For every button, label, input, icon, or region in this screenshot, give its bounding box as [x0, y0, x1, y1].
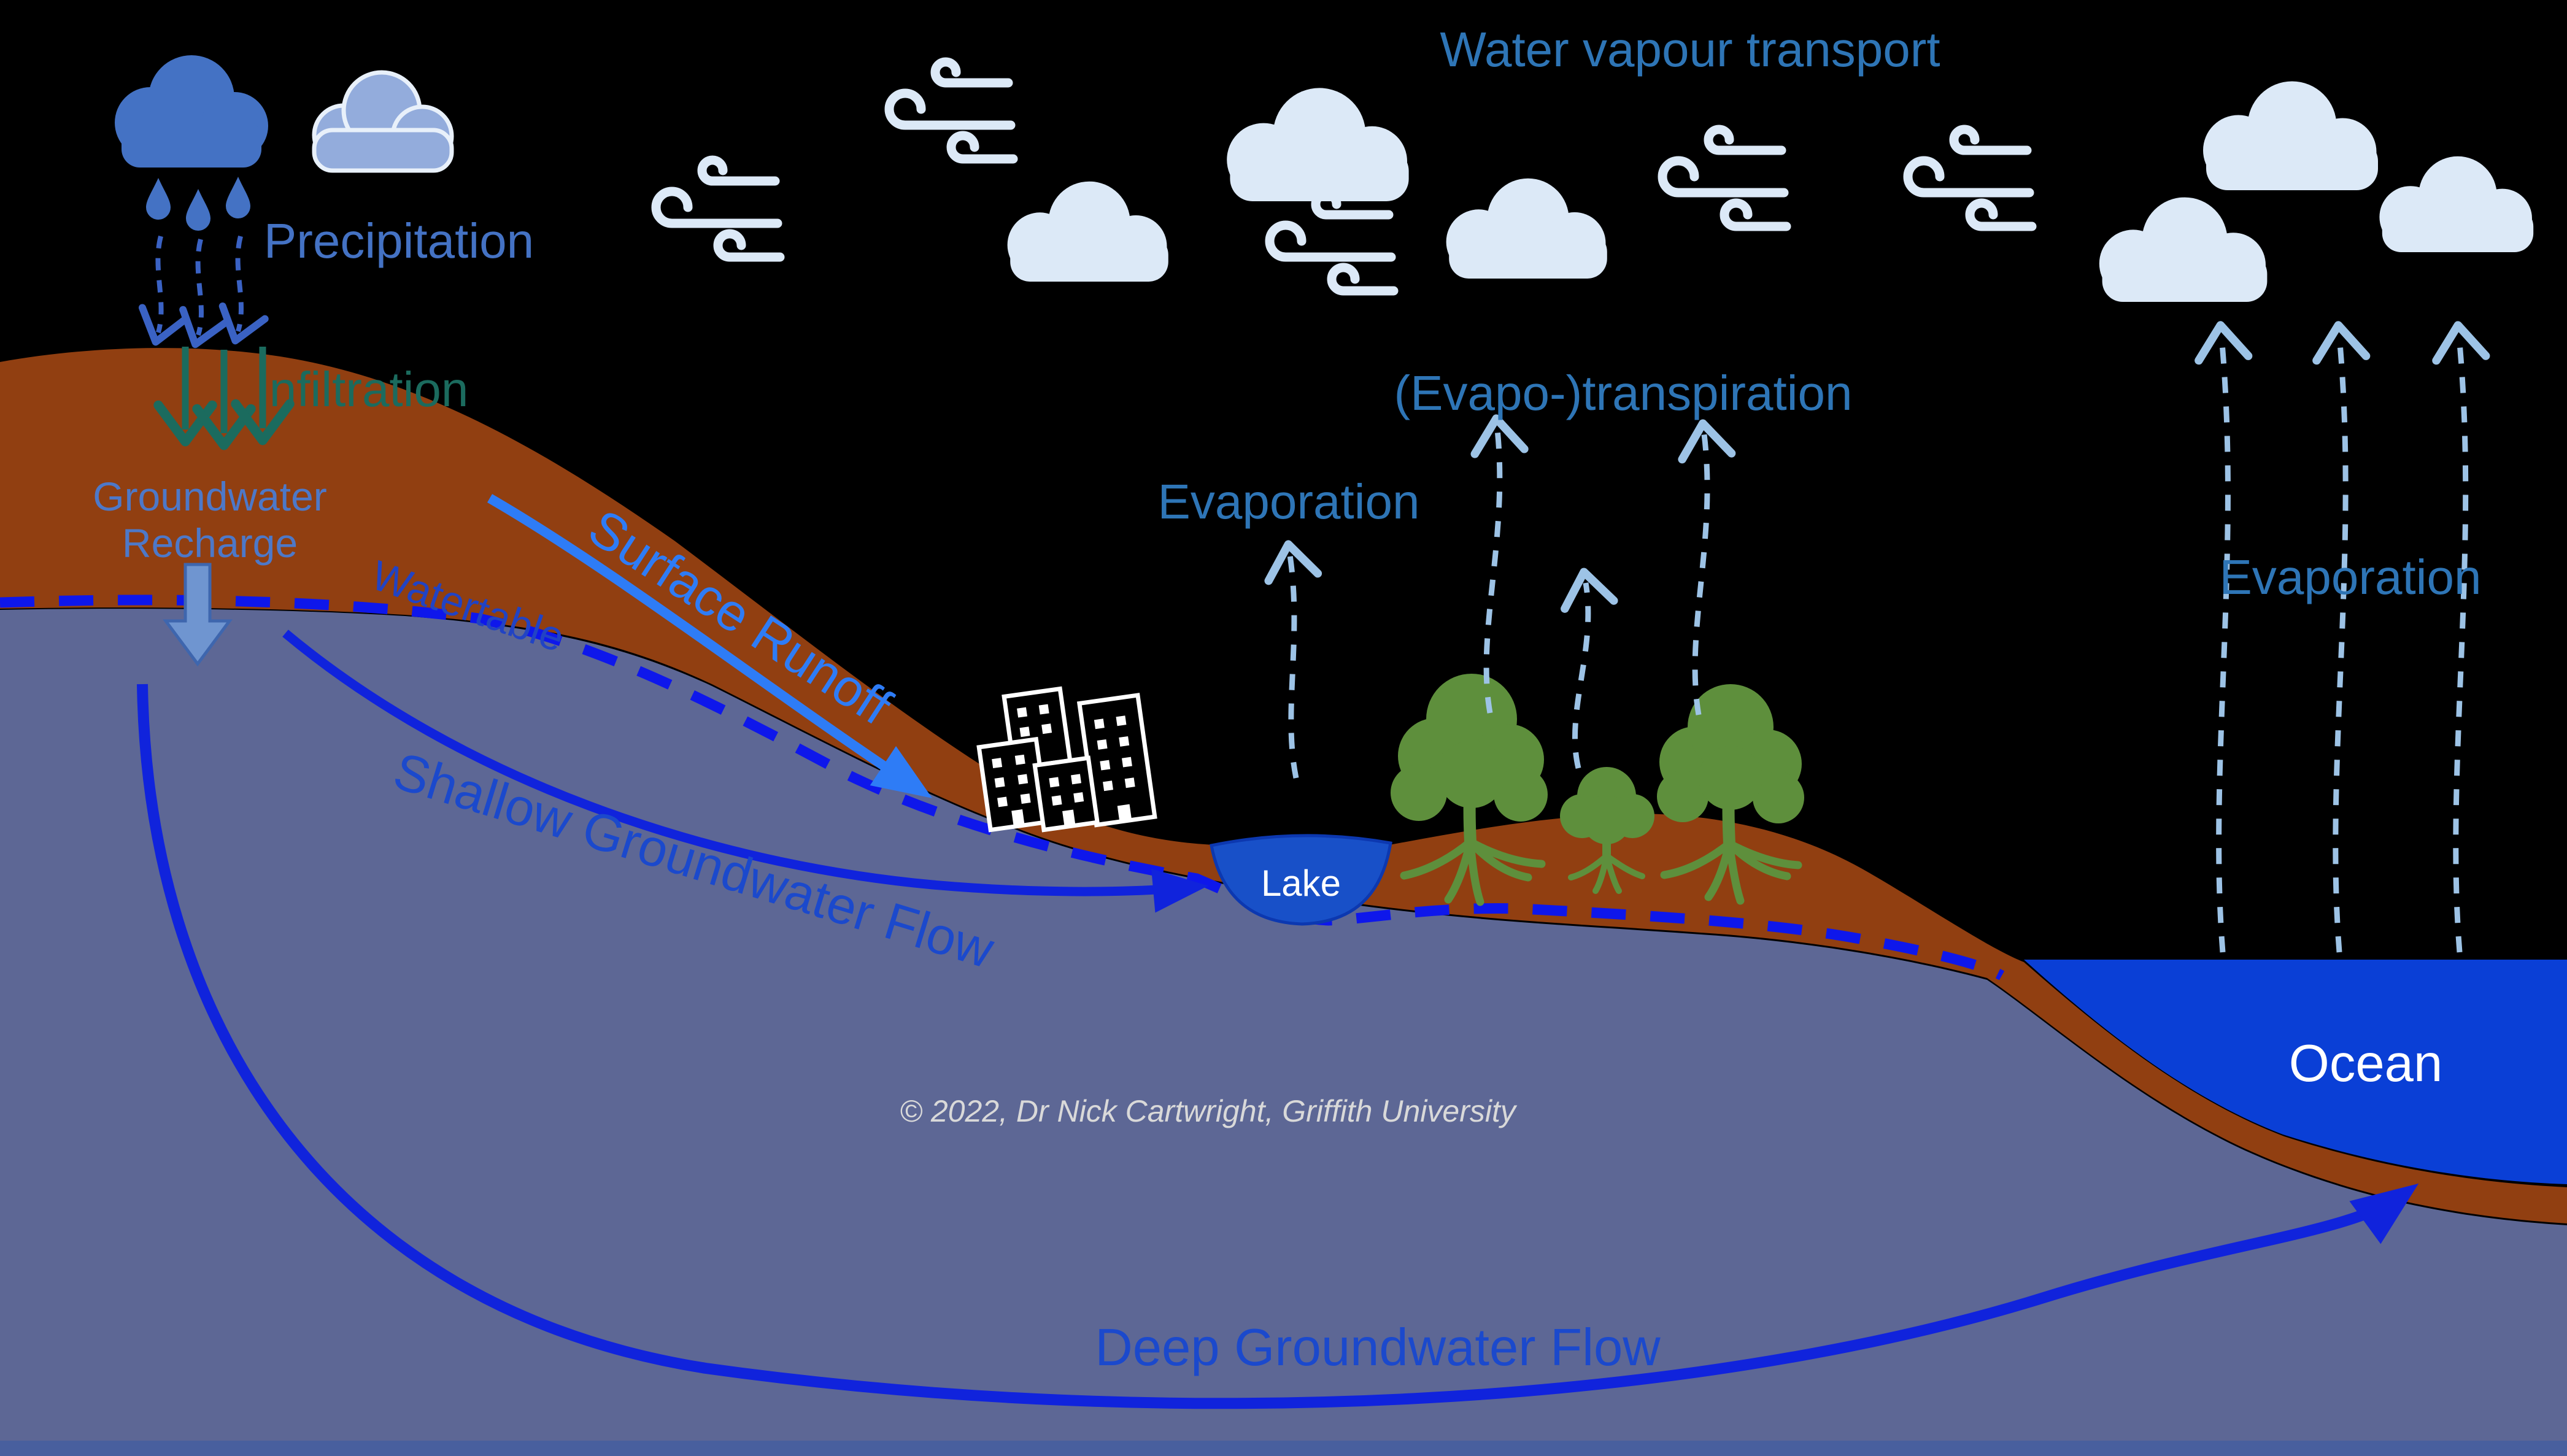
- soil-layer: [0, 348, 2567, 1223]
- label-ocean: Ocean: [2289, 1034, 2442, 1093]
- lake-shape: [1210, 834, 1392, 926]
- tree-icon: [1391, 674, 1548, 906]
- shallow-flow-arrow: [282, 630, 1208, 913]
- surface-runoff-arrow: [487, 494, 933, 798]
- label-deep-groundwater-flow: Deep Groundwater Flow: [1095, 1319, 1661, 1377]
- label-evaporation-inland: Evaporation: [1158, 474, 1420, 529]
- label-groundwater-recharge-line1: Groundwater: [93, 474, 327, 519]
- label-lake: Lake: [1261, 863, 1341, 904]
- label-infiltration: Infiltration: [256, 362, 469, 417]
- recharge-arrow-icon: [163, 563, 233, 667]
- bottom-aquifer-band: [0, 1441, 2567, 1456]
- light-cloud-icon: [312, 70, 454, 173]
- label-evapotranspiration: (Evapo-)transpiration: [1394, 366, 1853, 420]
- buildings-icon: [976, 686, 1157, 833]
- label-precipitation: Precipitation: [264, 214, 534, 268]
- ocean-evaporation-arrow-icon: [2194, 321, 2490, 953]
- deep-flow-arrow: [137, 684, 2419, 1409]
- infiltration-arrow-icon: [153, 347, 295, 450]
- label-evaporation-ocean: Evaporation: [2220, 550, 2482, 604]
- building-windows: [992, 704, 1135, 827]
- label-groundwater-recharge-line2: Recharge: [122, 520, 298, 566]
- tree-icon: [1657, 684, 1804, 905]
- evapotranspiration-arrow-icon: [1470, 414, 1736, 769]
- ocean-shape: [2024, 960, 2567, 1184]
- tree-icon: [1560, 767, 1654, 894]
- rain-cloud-icon: [115, 55, 268, 168]
- copyright-note: © 2022, Dr Nick Cartwright, Griffith Uni…: [900, 1094, 1518, 1128]
- evaporation-arrow-icon: [1264, 540, 1322, 779]
- label-water-vapour-transport: Water vapour transport: [1440, 22, 1940, 77]
- rain-arrow-icon: [138, 235, 269, 349]
